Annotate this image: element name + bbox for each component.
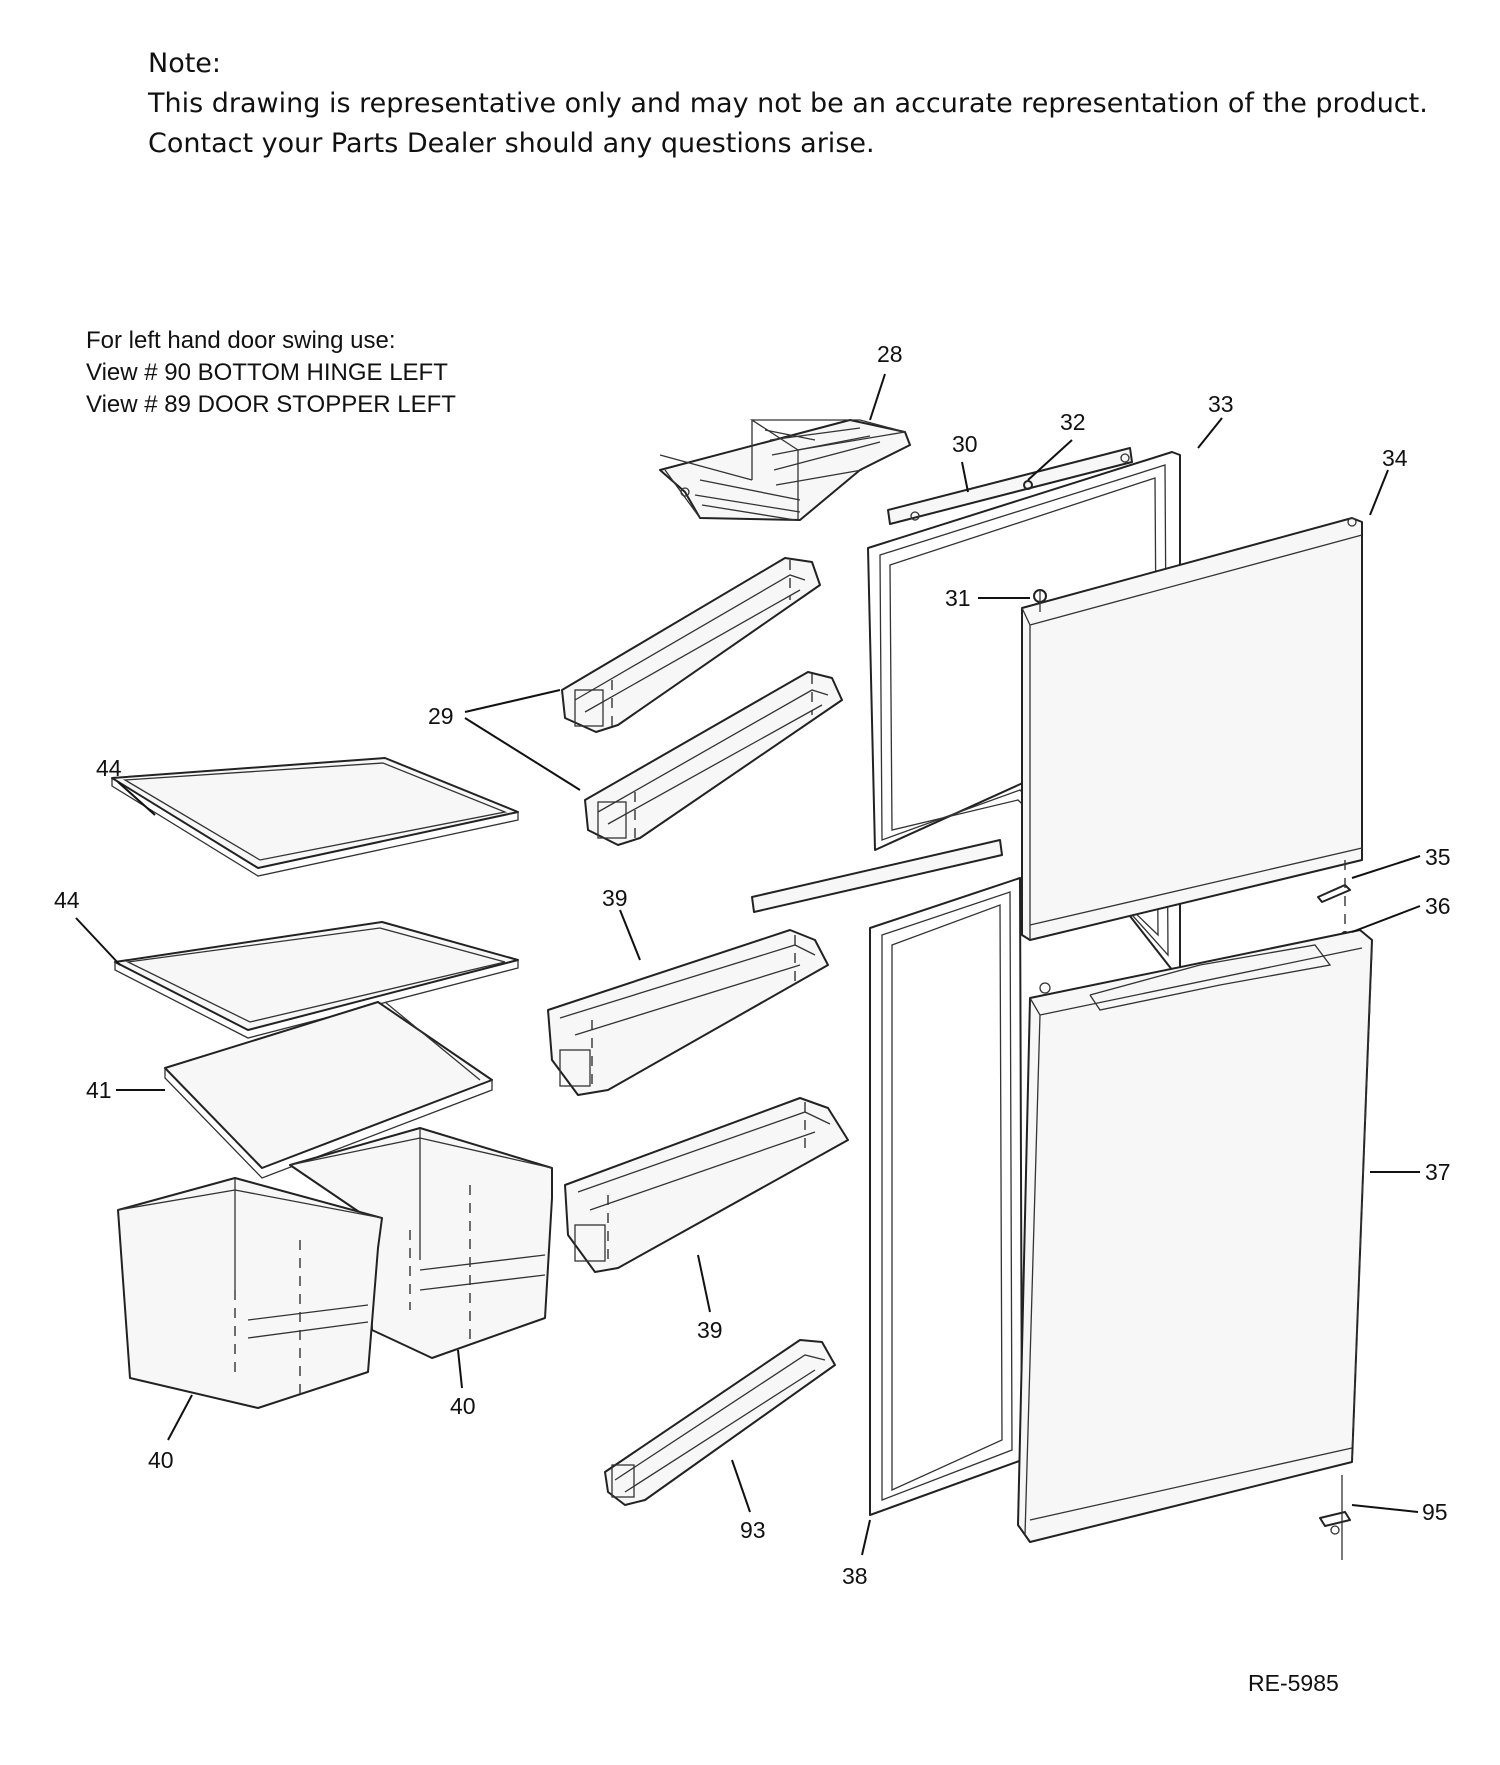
part-93-dairy-bin[interactable] xyxy=(604,1339,836,1506)
leader-93 xyxy=(731,1459,751,1513)
label-41: 41 xyxy=(86,1077,112,1103)
label-93: 93 xyxy=(740,1517,766,1543)
label-30: 30 xyxy=(952,431,978,457)
leader-39b xyxy=(697,1254,711,1313)
label-29: 29 xyxy=(428,703,454,729)
part-41-crisper-cover[interactable] xyxy=(164,1001,493,1179)
part-44-glass-shelf-upper[interactable] xyxy=(111,757,519,877)
part-29-door-bin-lower[interactable] xyxy=(584,671,843,846)
label-39-lower: 39 xyxy=(697,1317,723,1343)
part-39-door-bin-upper[interactable] xyxy=(547,929,829,1096)
part-38-fresh-food-door-gasket[interactable] xyxy=(869,877,1023,1516)
part-35-center-hinge[interactable] xyxy=(1317,860,1351,930)
leader-32 xyxy=(1027,439,1073,481)
part-95-bottom-hinge[interactable] xyxy=(1319,1475,1351,1560)
swing-note-line-3: View # 89 DOOR STOPPER LEFT xyxy=(86,391,456,418)
label-33: 33 xyxy=(1208,391,1234,417)
leader-33 xyxy=(1197,417,1223,449)
swing-note-line-1: For left hand door swing use: xyxy=(86,327,396,354)
drawing-reference-number: RE-5985 xyxy=(1248,1670,1339,1696)
part-34-freezer-door[interactable] xyxy=(1021,517,1363,941)
part-32-screw[interactable] xyxy=(1023,480,1033,490)
label-34: 34 xyxy=(1382,445,1408,471)
part-30-mullion-strip[interactable] xyxy=(887,447,1133,525)
part-37-fresh-food-door[interactable] xyxy=(1017,929,1373,1543)
part-number-labels: 28 29 30 31 32 33 34 35 36 37 38 39 39 4… xyxy=(54,341,1451,1589)
label-95: 95 xyxy=(1422,1499,1448,1525)
leader-95 xyxy=(1351,1504,1419,1513)
label-31: 31 xyxy=(945,585,971,611)
part-29-door-bin-upper[interactable] xyxy=(561,557,821,733)
label-38: 38 xyxy=(842,1563,868,1589)
label-44-upper: 44 xyxy=(96,755,122,781)
label-36: 36 xyxy=(1425,893,1451,919)
leader-38 xyxy=(861,1519,871,1556)
leader-44a xyxy=(117,781,156,816)
leader-29b xyxy=(464,717,581,791)
door-swing-note: For left hand door swing use: View # 90 … xyxy=(86,325,456,421)
part-40-crisper-drawer-left[interactable] xyxy=(117,1177,383,1409)
part-31-hinge-pin[interactable] xyxy=(1033,589,1047,612)
label-40-left: 40 xyxy=(148,1447,174,1473)
disclaimer-note: Note: This drawing is representative onl… xyxy=(148,44,1428,164)
leader-36 xyxy=(1351,905,1421,933)
leader-40a xyxy=(457,1349,463,1389)
leader-29a xyxy=(464,689,561,713)
note-line-1: This drawing is representative only and … xyxy=(148,88,1428,119)
label-44-lower: 44 xyxy=(54,887,80,913)
leader-39a xyxy=(619,909,641,961)
label-32: 32 xyxy=(1060,409,1086,435)
label-28: 28 xyxy=(877,341,903,367)
label-37: 37 xyxy=(1425,1159,1451,1185)
leader-28 xyxy=(869,373,886,421)
part-39-door-bin-lower[interactable] xyxy=(564,1097,849,1273)
leader-lines xyxy=(75,373,1421,1556)
label-39-upper: 39 xyxy=(602,885,628,911)
swing-note-line-2: View # 90 BOTTOM HINGE LEFT xyxy=(86,359,448,386)
leader-35 xyxy=(1351,855,1421,879)
leader-40b xyxy=(167,1394,193,1441)
note-heading: Note: xyxy=(148,48,222,79)
leader-44b xyxy=(75,917,121,966)
mid-mullion-bar[interactable] xyxy=(751,839,1003,913)
label-40-right: 40 xyxy=(450,1393,476,1419)
leader-30 xyxy=(961,461,969,493)
note-line-2: Contact your Parts Dealer should any que… xyxy=(148,128,875,159)
leader-34 xyxy=(1369,469,1389,516)
part-44-glass-shelf-lower[interactable] xyxy=(114,921,519,1039)
label-35: 35 xyxy=(1425,844,1451,870)
part-28-wire-rack[interactable] xyxy=(659,419,911,521)
